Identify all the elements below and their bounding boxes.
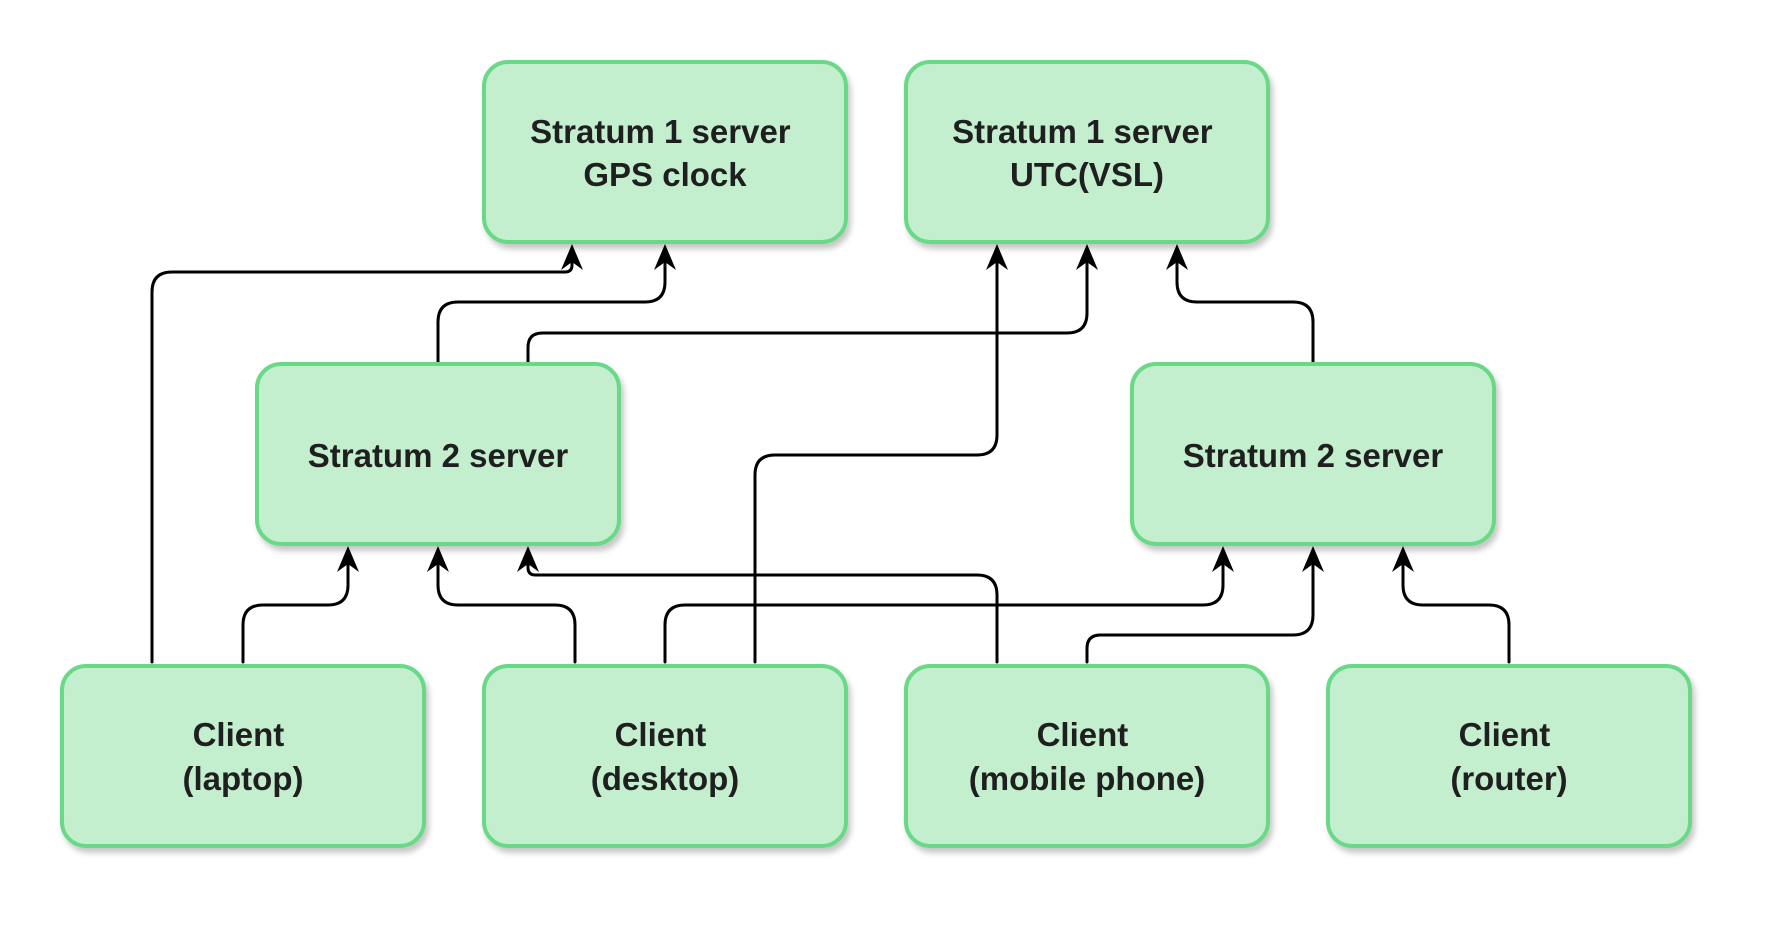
edge-line [1401,558,1511,664]
edge-line [436,256,667,364]
stratum1-utc-label: Stratum 1 server UTC(VSL) [952,113,1222,193]
client-router-label-line-1: Client [1459,716,1551,753]
edge-line [526,256,1089,364]
client-desktop-label: Client (desktop) [591,716,740,797]
stratum2-right-label-line-1: Stratum 2 server [1183,437,1444,474]
edge-client-desktop-to-stratum1-utc [753,244,1008,664]
stratum1-gps-label-line-2: GPS clock [583,156,747,193]
stratum2-left-label-line-1: Stratum 2 server [308,437,569,474]
edge-stratum2-left-to-stratum1-utc [526,244,1098,364]
edge-line [663,558,1225,664]
arrow-head-icon [427,546,449,572]
stratum2-left-node[interactable]: Stratum 2 server [255,362,621,546]
stratum1-gps-label-line-1: Stratum 1 server [530,113,791,150]
arrow-head-icon [517,546,539,572]
client-desktop-node[interactable]: Client (desktop) [482,664,848,848]
client-mobile-label-line-1: Client [1037,716,1129,753]
client-router-node[interactable]: Client (router) [1326,664,1692,848]
nodes: Stratum 1 server GPS clock Stratum 1 ser… [60,60,1692,848]
client-desktop-label-line-1: Client [615,716,707,753]
stratum1-utc-box[interactable] [904,60,1270,244]
client-desktop-label-line-2: (desktop) [591,760,740,797]
edge-line [436,558,577,664]
edge-stratum2-right-to-stratum1-utc [1166,244,1315,364]
edge-client-desktop-to-stratum2-right [663,546,1234,664]
edge-line [753,256,999,664]
edge-client-mobile-to-stratum2-left [517,546,999,664]
stratum1-utc-label-line-1: Stratum 1 server [952,113,1213,150]
edge-client-laptop-to-stratum2-left [241,546,359,664]
edge-line [150,256,574,664]
client-router-label: Client (router) [1450,716,1567,797]
stratum1-utc-label-line-2: UTC(VSL) [1010,156,1164,193]
client-mobile-label: Client (mobile phone) [969,716,1205,797]
client-desktop-box[interactable] [482,664,848,848]
edge-line [1175,256,1315,364]
edge-client-desktop-to-stratum2-left [427,546,577,664]
client-mobile-label-line-2: (mobile phone) [969,760,1205,797]
arrow-head-icon [337,546,359,572]
arrow-head-icon [1212,546,1234,572]
edge-client-mobile-to-stratum2-right [1085,546,1324,664]
edge-stratum2-left-to-stratum1-gps [436,244,676,364]
stratum2-left-label: Stratum 2 server [308,437,569,474]
arrow-head-icon [1166,244,1188,270]
stratum2-right-box[interactable] [1130,362,1496,546]
arrow-head-icon [561,244,583,270]
edge-client-laptop-to-stratum1-gps [150,244,583,664]
stratum2-left-box[interactable] [255,362,621,546]
arrow-head-icon [1302,546,1324,572]
stratum2-right-node[interactable]: Stratum 2 server [1130,362,1496,546]
client-router-box[interactable] [1326,664,1692,848]
arrow-head-icon [1076,244,1098,270]
client-router-label-line-2: (router) [1450,760,1567,797]
client-mobile-node[interactable]: Client (mobile phone) [904,664,1270,848]
arrow-head-icon [1392,546,1414,572]
edge-client-router-to-stratum2-right [1392,546,1511,664]
arrow-head-icon [654,244,676,270]
client-laptop-label: Client (laptop) [183,716,304,797]
arrow-head-icon [986,244,1008,270]
client-laptop-node[interactable]: Client (laptop) [60,664,426,848]
connections [150,244,1511,664]
stratum1-utc-node[interactable]: Stratum 1 server UTC(VSL) [904,60,1270,244]
edge-line [526,558,999,664]
edge-line [241,558,350,664]
client-laptop-box[interactable] [60,664,426,848]
stratum1-gps-label: Stratum 1 server GPS clock [530,113,800,193]
client-laptop-label-line-2: (laptop) [183,760,304,797]
edge-line [1085,558,1315,664]
stratum1-gps-box[interactable] [482,60,848,244]
stratum2-right-label: Stratum 2 server [1183,437,1444,474]
stratum1-gps-node[interactable]: Stratum 1 server GPS clock [482,60,848,244]
client-laptop-label-line-1: Client [193,716,285,753]
client-mobile-box[interactable] [904,664,1270,848]
